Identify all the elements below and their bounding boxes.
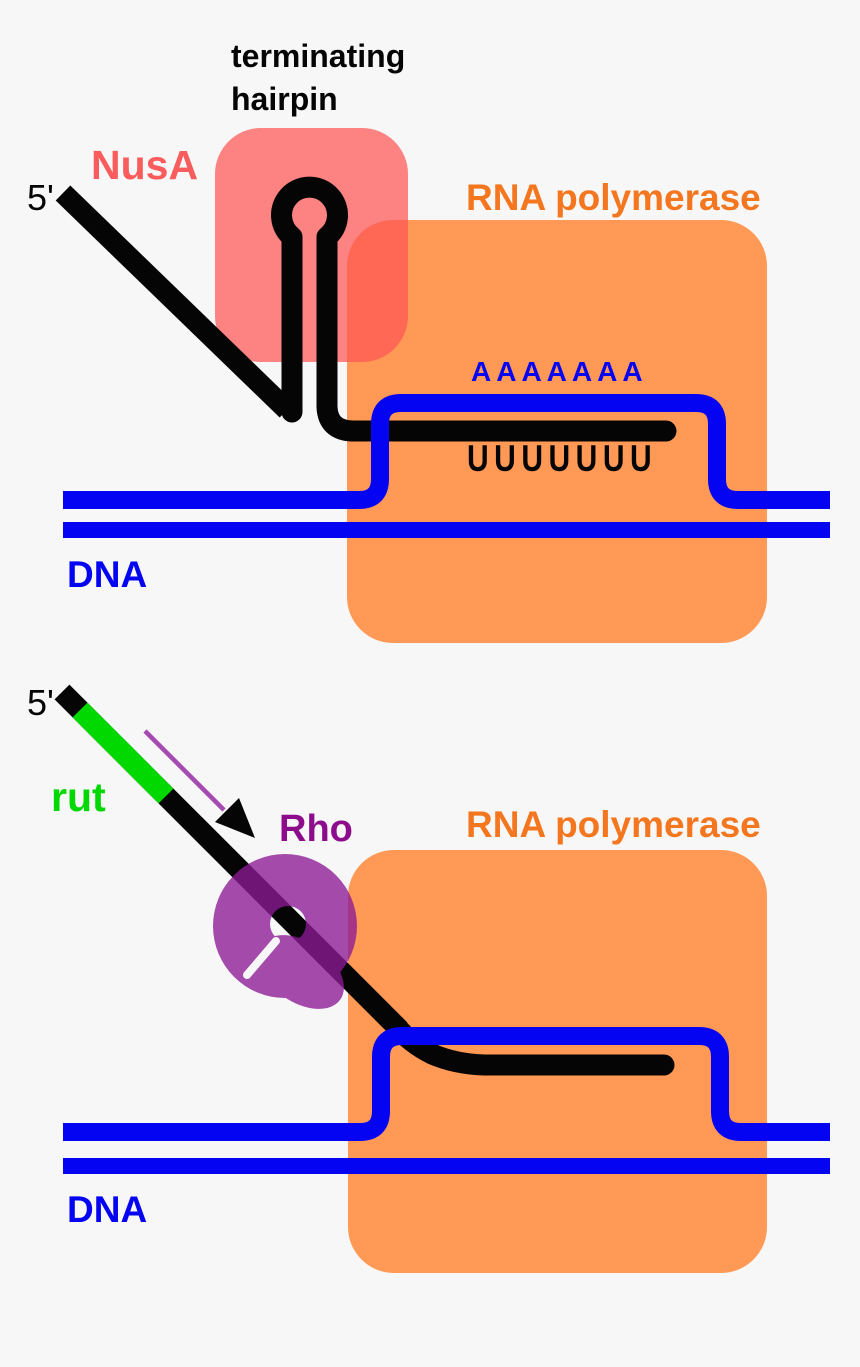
dna-label-bottom: DNA xyxy=(67,1189,148,1230)
rna-5prime-tail-top xyxy=(55,185,295,418)
rut-site-segment xyxy=(72,702,174,804)
nusa-body xyxy=(215,128,408,362)
terminating-hairpin-label-line2: hairpin xyxy=(231,81,338,117)
terminating-hairpin-shape xyxy=(271,176,677,442)
dna-nontemplate-strand-bottom xyxy=(63,1027,830,1141)
five-prime-label-bottom: 5' xyxy=(27,682,54,723)
rho-translocation-arrow-shaft xyxy=(143,729,226,812)
poly-a-label: AAAAAAA xyxy=(471,356,648,387)
dna-label-top: DNA xyxy=(67,554,148,595)
rut-label: rut xyxy=(51,774,106,820)
rho-label: Rho xyxy=(279,808,353,850)
rho-translocation-arrow-head-icon xyxy=(215,798,255,838)
rho-notch xyxy=(243,937,280,979)
nusa-label: NusA xyxy=(91,142,199,188)
rna-polymerase-label-bottom: RNA polymerase xyxy=(466,804,761,845)
terminating-hairpin-label-line1: terminating xyxy=(231,38,406,74)
rho-protein xyxy=(213,854,357,1009)
poly-u-label: UUUUUUU xyxy=(467,438,658,480)
rna-polymerase-label-top: RNA polymerase xyxy=(466,177,761,218)
rho-lobe xyxy=(258,935,344,1009)
five-prime-label-top: 5' xyxy=(27,177,54,218)
dna-nontemplate-strand-top xyxy=(63,394,830,509)
